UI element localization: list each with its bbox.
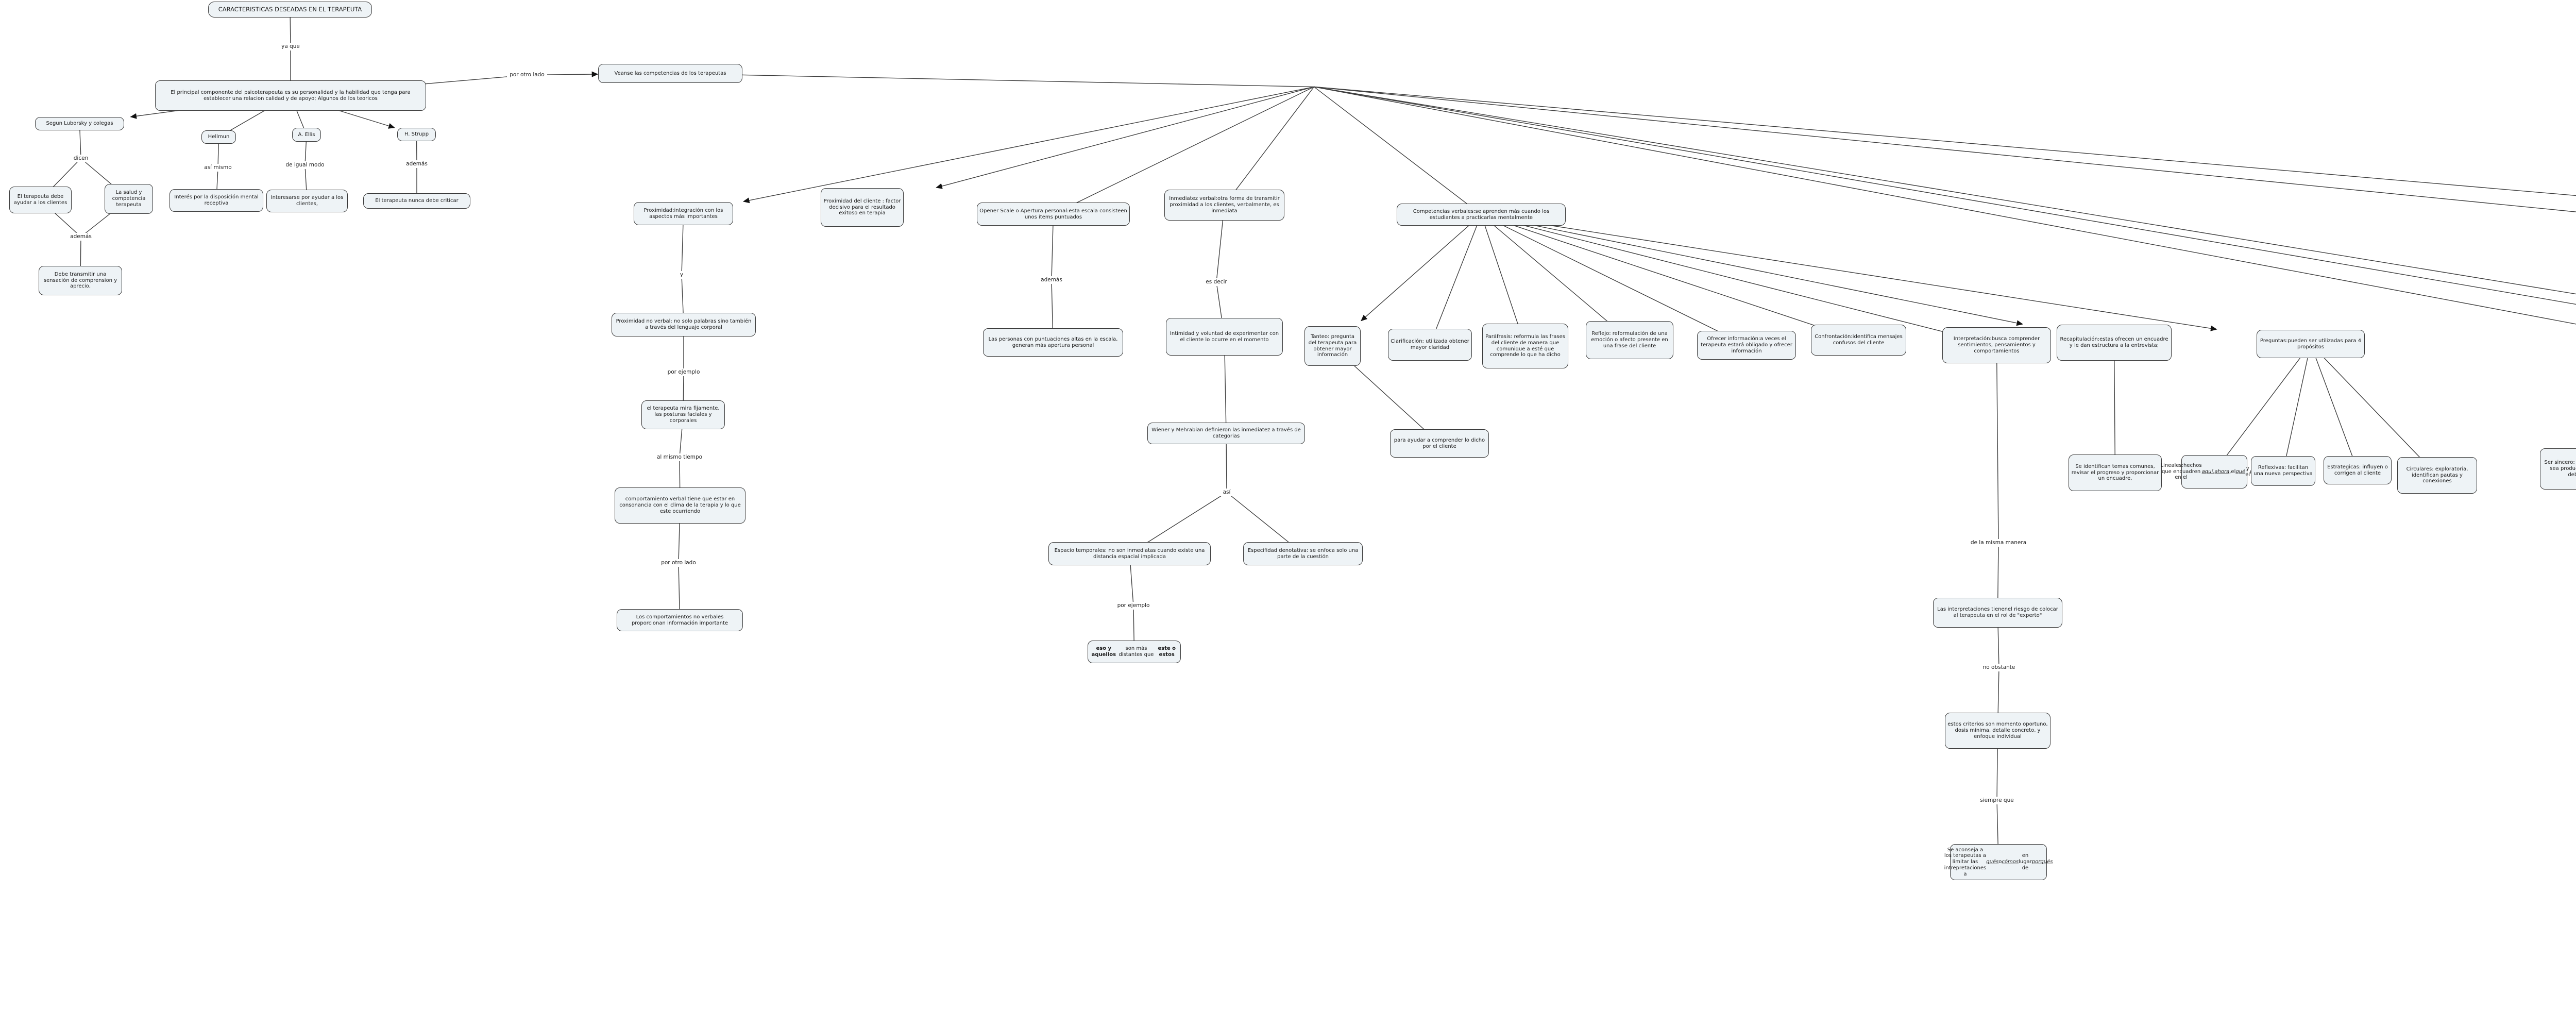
concept-node-parafrasis[interactable]: Paráfrasis: reformula las frases del cli… [1482, 324, 1568, 368]
concept-node-tanteo[interactable]: Tanteo: pregunta del terapeuta para obte… [1304, 326, 1361, 366]
link-label-l_porotrolado1[interactable]: por otro lado [507, 71, 547, 79]
concept-node-recapitulacion[interactable]: Recapitulación:estas ofrecen un encuadre… [2057, 325, 2172, 361]
concept-node-title[interactable]: CARACTERISTICAS DESEADAS EN EL TERAPEUTA [208, 2, 372, 18]
concept-node-reflejo[interactable]: Reflejo: reformulación de una emoción o … [1586, 321, 1673, 359]
concept-node-compverbal[interactable]: comportamiento verbal tiene que estar en… [615, 487, 745, 524]
concept-node-lasinterp[interactable]: Las interpretaciones tienenel riesgo de … [1933, 598, 2062, 628]
concept-node-sersincero[interactable]: Ser sincero: para que la terapia sea pro… [2540, 448, 2576, 490]
edge-hub-proxintegracion [742, 86, 1314, 204]
edge-hub-comunicacion [1314, 86, 2576, 295]
edge-compverbales-preguntas [1481, 214, 2217, 331]
link-label-l_ademas1[interactable]: además [404, 160, 430, 168]
edge-compverbales-clarificacion [1429, 214, 1482, 345]
concept-node-inmediatez[interactable]: Inmediatez verbal:otra forma de transmit… [1164, 190, 1284, 221]
concept-node-seaconseja[interactable]: Se aconseja a los terapeutas a limitar l… [1944, 844, 2053, 880]
edge-hub-humor [1314, 86, 2576, 305]
concept-node-aellis[interactable]: A. Ellis [292, 128, 321, 142]
concept-node-interpretacion[interactable]: Interpretación:busca comprender sentimie… [1942, 327, 2051, 363]
edge-hub-opener [1053, 86, 1314, 215]
concept-node-hstrupp[interactable]: H. Strupp [397, 128, 436, 141]
concept-node-especifidad[interactable]: Especifidad denotativa: se enfoca solo u… [1243, 542, 1363, 565]
concept-node-preguntas[interactable]: Preguntas:pueden ser utilizadas para 4 p… [2257, 330, 2365, 358]
edge-veanse-hub [670, 73, 1314, 88]
concept-node-segun[interactable]: Segun Luborsky y colegas [35, 117, 124, 130]
concept-node-seidentifican[interactable]: Se identifican temas comunes, revisar el… [2069, 454, 2162, 491]
edge-preguntas-lineales [2214, 344, 2311, 472]
concept-node-circulares[interactable]: Circulares: exploratoria, identifican pa… [2397, 457, 2477, 494]
concept-node-interesarse[interactable]: Interesarse por ayudar a los clientes, [266, 190, 348, 212]
edge-hub-habilidades [1314, 86, 2576, 325]
edge-hub-comportamientos [1314, 86, 2576, 196]
link-label-l_yaque[interactable]: ya que [279, 43, 302, 50]
concept-node-debetransmitir[interactable]: Debe transmitir una sensación de compren… [39, 266, 122, 295]
edge-hub-inmediatez [1224, 87, 1315, 206]
edge-preguntas-reflexivas [2282, 344, 2311, 472]
link-label-l_deigualmodo[interactable]: de igual modo [284, 161, 326, 169]
concept-node-paracomprender[interactable]: para ayudar a comprender lo dicho por el… [1390, 429, 1489, 458]
link-label-l_siempreque[interactable]: siempre que [1978, 797, 2015, 804]
edge-preguntas-estrategicas [2310, 344, 2358, 470]
edge-hub-sensibilidad [1314, 86, 2576, 212]
link-label-l_delamisma[interactable]: de la misma manera [1967, 539, 2030, 547]
concept-node-debeayudar[interactable]: El terapeuta debe ayudar a los clientes [9, 187, 72, 213]
concept-node-desc[interactable]: El principal componente del psicoterapeu… [155, 80, 426, 111]
edge-compverbales-tanteo [1361, 214, 1482, 322]
edge-compverbales-confrontacion [1481, 214, 1859, 341]
edge-compverbales-reflejo [1481, 214, 1630, 341]
link-label-l_porejemplo1[interactable]: por ejemplo [666, 368, 702, 376]
link-label-l_noobstante[interactable]: no obstante [1981, 664, 2017, 671]
link-label-l_ademas3[interactable]: además [1039, 276, 1064, 284]
concept-node-esoaquellos[interactable]: eso y aquellos son más distantes que est… [1088, 641, 1181, 663]
link-label-l_almismotiempo[interactable]: al mismo tiempo [655, 453, 704, 461]
concept-node-lineales[interactable]: Lineales:hechos que encuadren en el aquí… [2160, 455, 2268, 489]
edge-compverbales-interpretacion [1481, 214, 1997, 346]
concept-node-intimidad[interactable]: Intimidad y voluntad de experimentar con… [1166, 318, 1283, 356]
concept-node-interes[interactable]: Interés por la disposición mental recept… [170, 189, 263, 212]
edge-preguntas-circulares [2310, 344, 2438, 476]
concept-node-nuncacriticar[interactable]: El terapeuta nunca debe criticar [363, 193, 470, 209]
link-label-l_porejemplo2[interactable]: por ejemplo [1115, 602, 1151, 610]
link-label-l_y[interactable]: y [678, 271, 685, 279]
link-label-l_esdecir[interactable]: es decir [1204, 278, 1229, 286]
concept-node-compverbales[interactable]: Competencias verbales:se aprenden más cu… [1397, 204, 1566, 226]
concept-node-confrontacion[interactable]: Confrontación:identifica mensajes confus… [1811, 325, 1906, 356]
edge-compverbales-recapitulacion [1481, 214, 2023, 326]
edge-recapitulacion-seidentifican [2113, 342, 2116, 473]
link-label-l_ademas2[interactable]: además [68, 233, 94, 241]
concept-node-wiener[interactable]: Wiener y Mehrabian definieron las inmedi… [1147, 423, 1305, 444]
edge-compverbales-ofrecerinfo [1481, 214, 1747, 346]
concept-node-espacio[interactable]: Espacio temporales: no son inmediatas cu… [1048, 542, 1211, 565]
link-label-l_dicen[interactable]: dicen [72, 155, 90, 162]
concept-node-proxnoverbal[interactable]: Proximidad no verbal: no solo palabras s… [612, 313, 756, 336]
concept-node-estrategicas[interactable]: Estrategicas: influyen o corrigen al cli… [2324, 456, 2392, 484]
concept-node-proxcliente[interactable]: Proximidad del cliente : factor decisivo… [821, 188, 904, 227]
edge-hub-proxcliente [936, 86, 1314, 189]
concept-node-noverbales[interactable]: Los comportamientos no verbales proporci… [617, 609, 743, 631]
concept-node-criterios[interactable]: estos criterios son momento oportuno, do… [1945, 713, 2050, 749]
concept-node-miradafija[interactable]: el terapeuta mira fijamente, las postura… [641, 400, 725, 429]
concept-node-veanse[interactable]: Veanse las competencias de los terapeuta… [598, 64, 742, 83]
link-label-l_porotrolado2[interactable]: por otro lado [658, 559, 699, 567]
concept-node-clarificacion[interactable]: Clarificación: utilizada obtener mayor c… [1388, 329, 1472, 361]
concept-node-laspersonas[interactable]: Las personas con puntuaciones altas en l… [983, 328, 1123, 357]
concept-node-proxintegracion[interactable]: Proximidad:integración con los aspectos … [634, 202, 733, 225]
concept-node-hellmun[interactable]: Hellmun [201, 130, 236, 144]
concept-node-salud[interactable]: La salud y competencia terapeuta [105, 184, 153, 214]
concept-node-opener[interactable]: Opener Scale o Apertura personal:esta es… [977, 203, 1130, 226]
concept-node-reflexivas[interactable]: Reflexivas: facilitan una nueva perspect… [2251, 456, 2315, 486]
link-label-l_asimismo[interactable]: así mismo [203, 164, 233, 172]
concept-node-ofrecerinfo[interactable]: Ofrecer información:a veces el terapeuta… [1697, 331, 1796, 360]
link-label-l_asi1[interactable]: así [1220, 489, 1233, 496]
edge-hub-compverbales [1314, 86, 1482, 215]
edge-interpretacion-l_delamisma [1996, 345, 1999, 543]
